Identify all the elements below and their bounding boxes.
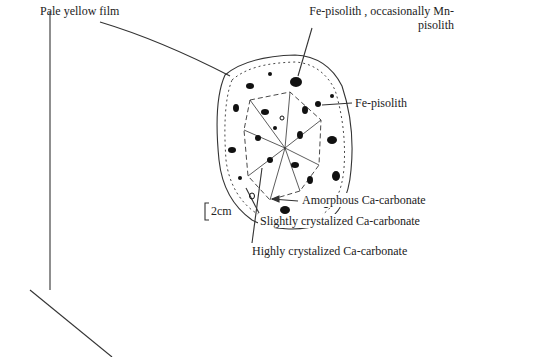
leader-line (298, 28, 312, 76)
scale-label: 2cm (211, 204, 232, 218)
callout-label: Pale yellow film (40, 4, 119, 18)
callout-label: Highly crystalized Ca-carbonate (250, 244, 409, 258)
callout-label: Fe-pisolith , occasionally Mn-pisolith (286, 4, 454, 32)
callout-label: Fe-pisolith (355, 96, 407, 110)
leader-line (252, 168, 262, 243)
pale-pisoliths (250, 116, 285, 199)
leader-line (100, 22, 230, 76)
frame-line (49, 12, 50, 290)
callout-label: Amorphous Ca-carbonate (300, 193, 428, 207)
scale-bracket (205, 203, 209, 220)
callout-label: Slightly crystalized Ca-carbonate (258, 214, 422, 228)
frame-line (30, 290, 112, 357)
arrowhead (272, 196, 279, 202)
core-segment-lines (244, 92, 321, 200)
leader-line (322, 103, 352, 105)
crystalline-core-outline (244, 92, 321, 200)
